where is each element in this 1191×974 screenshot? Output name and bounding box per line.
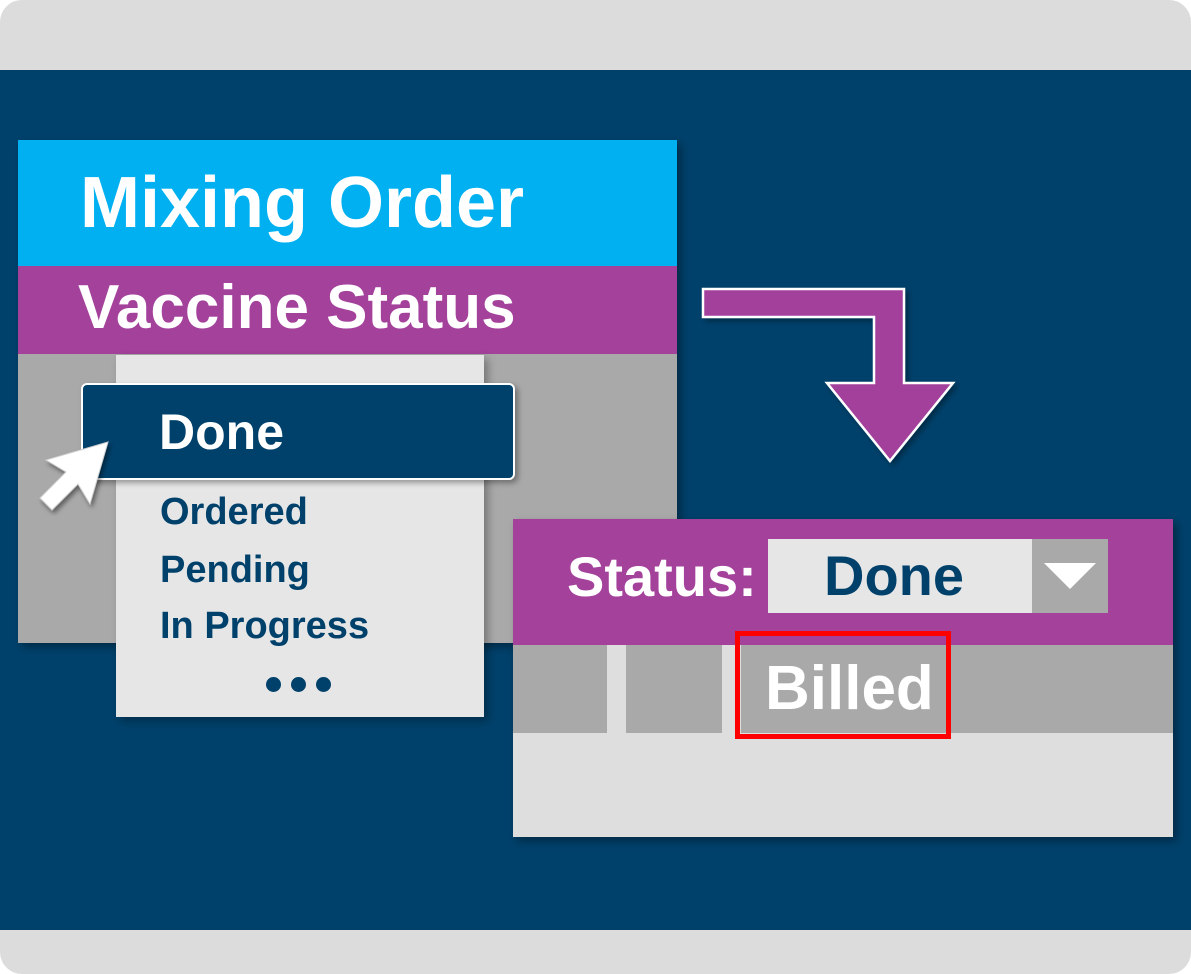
dropdown-option-pending[interactable]: Pending: [160, 549, 310, 591]
tab-1[interactable]: [513, 645, 607, 733]
dropdown-option-in-progress[interactable]: In Progress: [160, 605, 370, 647]
mouse-cursor-icon: [39, 441, 109, 511]
window-title: Mixing Order: [18, 140, 677, 266]
status-select[interactable]: Done: [768, 539, 1108, 613]
dropdown-option-ordered[interactable]: Ordered: [160, 491, 308, 533]
status-label: Status:: [567, 545, 757, 608]
vaccine-status-header: Vaccine Status: [18, 266, 677, 354]
billed-highlight-box: [735, 631, 951, 739]
tab-2[interactable]: [626, 645, 722, 733]
dropdown-option-done-selected[interactable]: Done: [81, 383, 515, 480]
triangle-down-icon: [1044, 563, 1096, 589]
tab-row: Billed: [513, 645, 1173, 733]
flow-arrow-icon: [701, 287, 956, 463]
status-select-button[interactable]: [1032, 539, 1108, 613]
status-bar: Status: Done: [513, 519, 1173, 645]
tab-billed-label: Billed: [765, 654, 934, 723]
more-dots-icon: [266, 677, 332, 693]
status-select-value: Done: [824, 544, 964, 607]
order-detail-window: Status: Done Billed: [513, 519, 1173, 837]
tab-billed[interactable]: Billed: [741, 645, 1173, 733]
